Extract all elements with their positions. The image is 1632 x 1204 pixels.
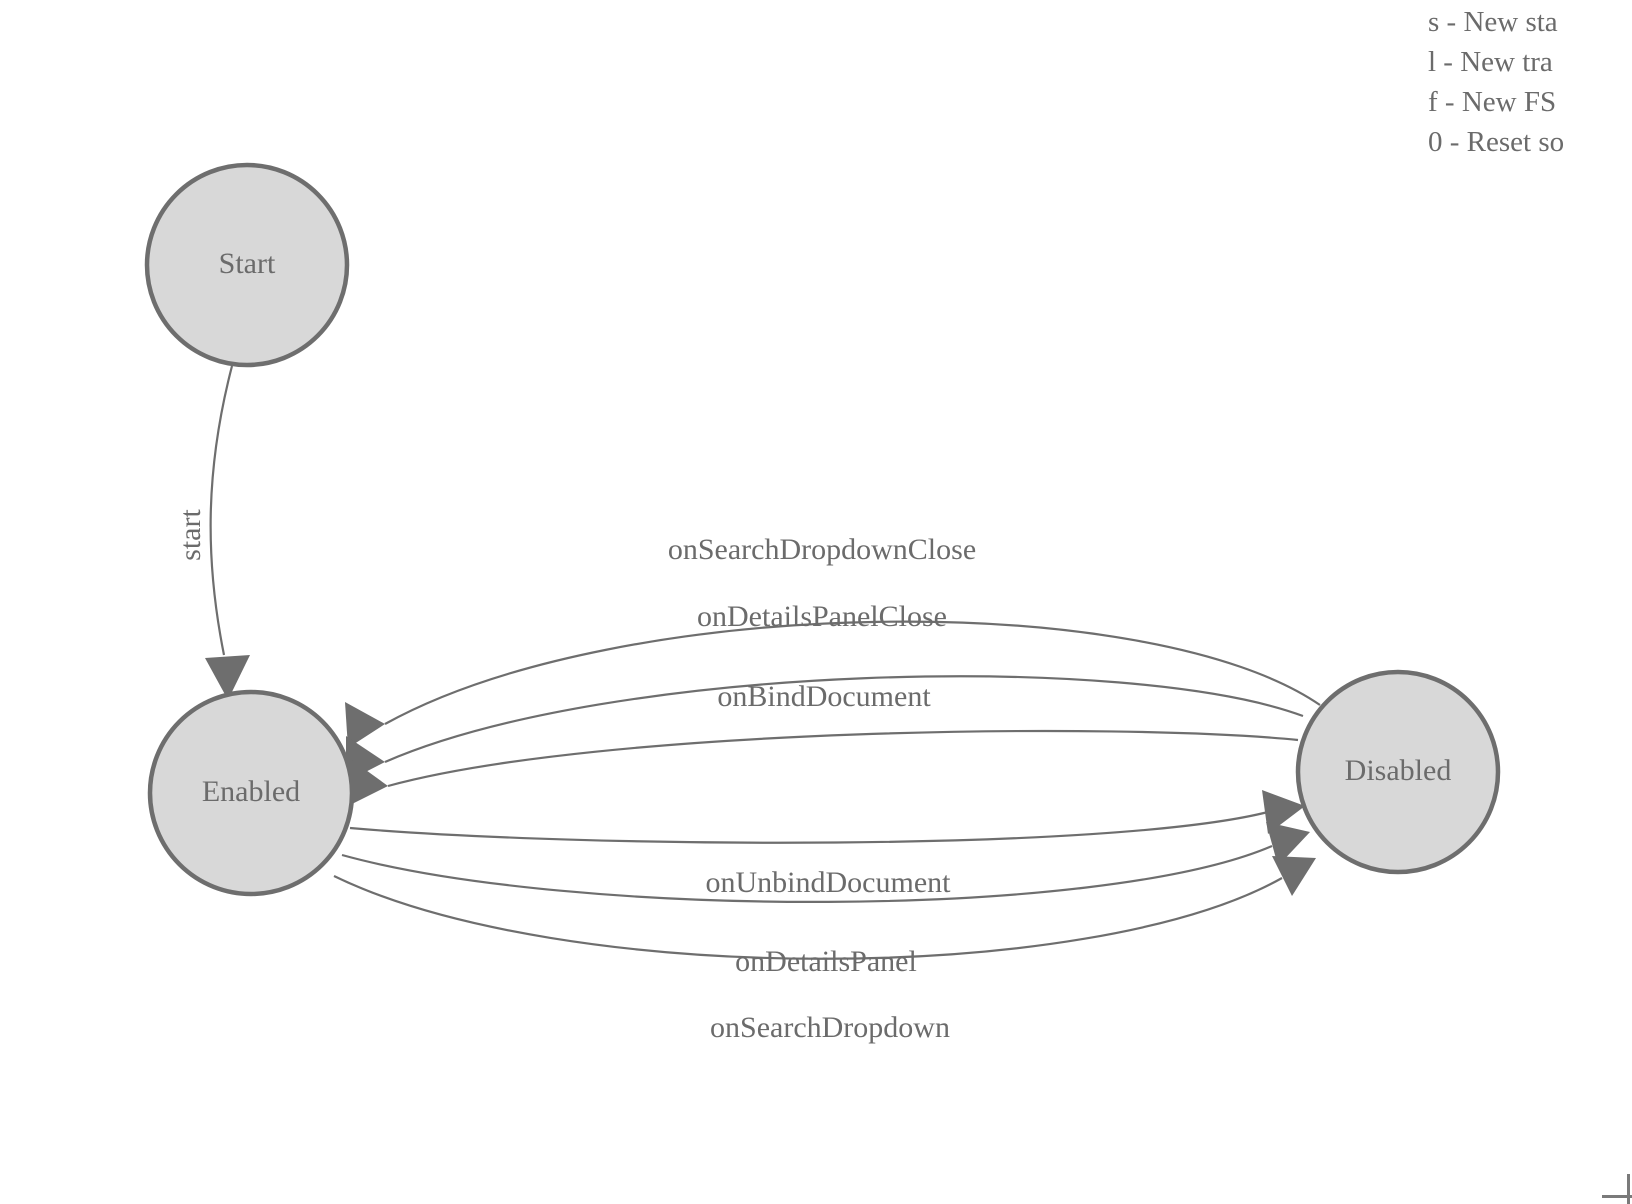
transition-start[interactable]: [205, 365, 250, 700]
transition-path: [384, 675, 1304, 764]
state-node-disabled[interactable]: Disabled: [1295, 669, 1501, 875]
legend-line-new-state: s - New sta: [1428, 6, 1558, 38]
arrowhead-icon: [1272, 856, 1316, 896]
arrowhead-icon: [1266, 822, 1310, 866]
legend-line-new-transition: l - New tra: [1428, 46, 1553, 78]
arrowhead-icon: [1262, 790, 1305, 834]
transition-path: [349, 810, 1269, 844]
keyboard-shortcuts-legend: s - New sta l - New tra f - New FS 0 - R…: [1428, 2, 1632, 162]
arrowhead-icon: [348, 760, 388, 806]
legend-line-reset: 0 - Reset so: [1428, 126, 1565, 158]
legend-line-new-fsm: f - New FS: [1428, 86, 1557, 118]
state-label: Start: [219, 247, 276, 280]
transition-onUnbindDocument[interactable]: [349, 790, 1305, 844]
transition-label-onSearchDropdown: onSearchDropdown: [710, 1011, 950, 1044]
transition-onBindDocument[interactable]: [348, 729, 1299, 806]
state-circle: [147, 689, 355, 897]
state-node-enabled[interactable]: Enabled: [147, 689, 355, 897]
transition-onDetailsPanel[interactable]: [341, 822, 1310, 904]
arrowhead-icon: [345, 702, 385, 748]
arrowhead-icon: [205, 655, 250, 700]
transition-path: [333, 875, 1283, 960]
scrollbar-vertical[interactable]: [1627, 1174, 1630, 1204]
state-label: Enabled: [202, 775, 300, 808]
transition-onSearchDropdownClose[interactable]: [345, 620, 1321, 748]
transition-path: [341, 844, 1273, 904]
transition-path: [209, 365, 234, 656]
scrollbar-horizontal[interactable]: [1602, 1195, 1632, 1198]
transition-path: [387, 729, 1299, 788]
state-circle: [144, 162, 350, 368]
transition-label-onSearchDropdownClose: onSearchDropdownClose: [668, 533, 976, 566]
state-label: Disabled: [1345, 754, 1452, 787]
transition-path: [384, 620, 1321, 725]
transition-label-onBindDocument: onBindDocument: [717, 680, 931, 713]
transition-label-onUnbindDocument: onUnbindDocument: [706, 866, 952, 899]
transition-onSearchDropdown[interactable]: [333, 856, 1316, 960]
state-node-start[interactable]: Start: [144, 162, 350, 368]
transition-label-onDetailsPanel: onDetailsPanel: [735, 945, 917, 978]
transition-label-start: start: [174, 509, 207, 561]
transition-label-onDetailsPanelClose: onDetailsPanelClose: [697, 600, 947, 633]
state-circle: [1295, 669, 1501, 875]
